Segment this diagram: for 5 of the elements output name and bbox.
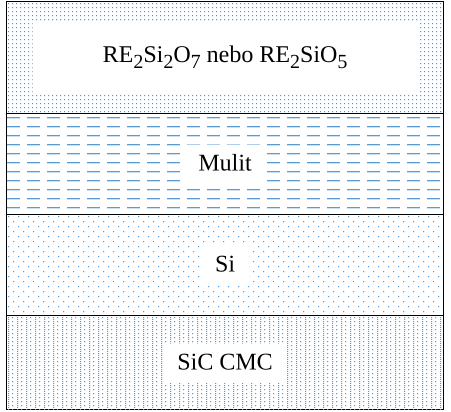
layer-label: Si (201, 246, 249, 284)
coating-layer (7, 315, 443, 410)
coating-layer (7, 214, 443, 315)
coating-layer (7, 2, 443, 113)
layer-label: RE$_{2}$Si$_{2}$O$_{7}$ nebo RE$_{2}$SiO$_{5}$ (32, 22, 418, 94)
